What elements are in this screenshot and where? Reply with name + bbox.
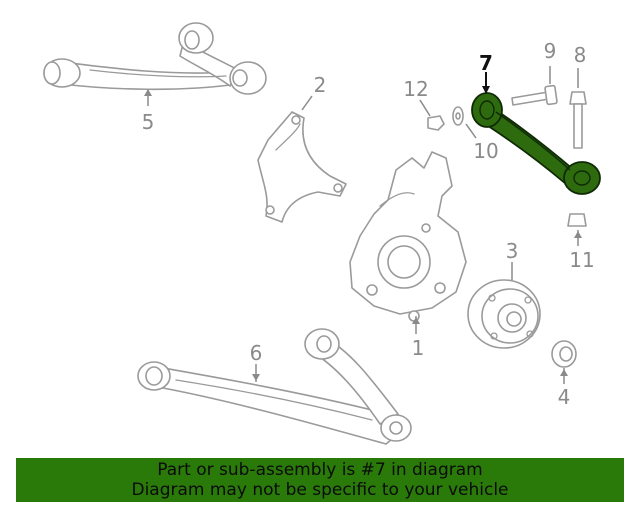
- callout-8: 8: [574, 43, 587, 67]
- part-8-bolt[interactable]: [569, 91, 587, 149]
- callout-3: 3: [506, 239, 519, 263]
- callout-7: 7: [479, 51, 493, 75]
- part-10-washer[interactable]: [452, 106, 464, 126]
- arrow-7: [482, 86, 490, 94]
- leader-12: [419, 99, 431, 117]
- callout-1: 1: [412, 336, 425, 360]
- callout-10: 10: [473, 139, 498, 163]
- leader-10: [465, 123, 477, 139]
- callout-6: 6: [250, 341, 263, 365]
- part-3-wheel-hub[interactable]: [467, 279, 541, 349]
- parts-diagram: 5 2 1 3 4: [43, 22, 601, 445]
- arrow-1: [412, 317, 420, 324]
- part-5-upper-control-arm[interactable]: [43, 22, 267, 95]
- callout-4: 4: [558, 385, 571, 409]
- banner-line-part: Part or sub-assembly is #7 in diagram: [157, 460, 483, 480]
- arrow-5: [144, 89, 152, 96]
- callout-5: 5: [142, 110, 155, 134]
- part-11-nut[interactable]: [567, 213, 587, 227]
- part-7-control-arm-highlighted[interactable]: [471, 92, 601, 195]
- callout-11: 11: [569, 248, 594, 272]
- part-1-knuckle[interactable]: [349, 151, 467, 322]
- part-2-bracket[interactable]: [257, 111, 347, 223]
- part-12-nut[interactable]: [427, 115, 445, 131]
- arrow-11: [574, 231, 582, 238]
- leader-2: [301, 95, 313, 111]
- callout-9: 9: [544, 39, 557, 63]
- part-6-lower-control-arm[interactable]: [137, 328, 412, 445]
- part-info-banner: Part or sub-assembly is #7 in diagram Di…: [16, 458, 624, 502]
- banner-line-disclaimer: Diagram may not be specific to your vehi…: [131, 480, 509, 500]
- callout-2: 2: [314, 73, 327, 97]
- arrow-4: [560, 369, 568, 376]
- callout-12: 12: [403, 77, 428, 101]
- part-9-bolt[interactable]: [511, 84, 558, 106]
- part-4-axle-nut[interactable]: [551, 340, 577, 368]
- arrow-6: [252, 374, 260, 381]
